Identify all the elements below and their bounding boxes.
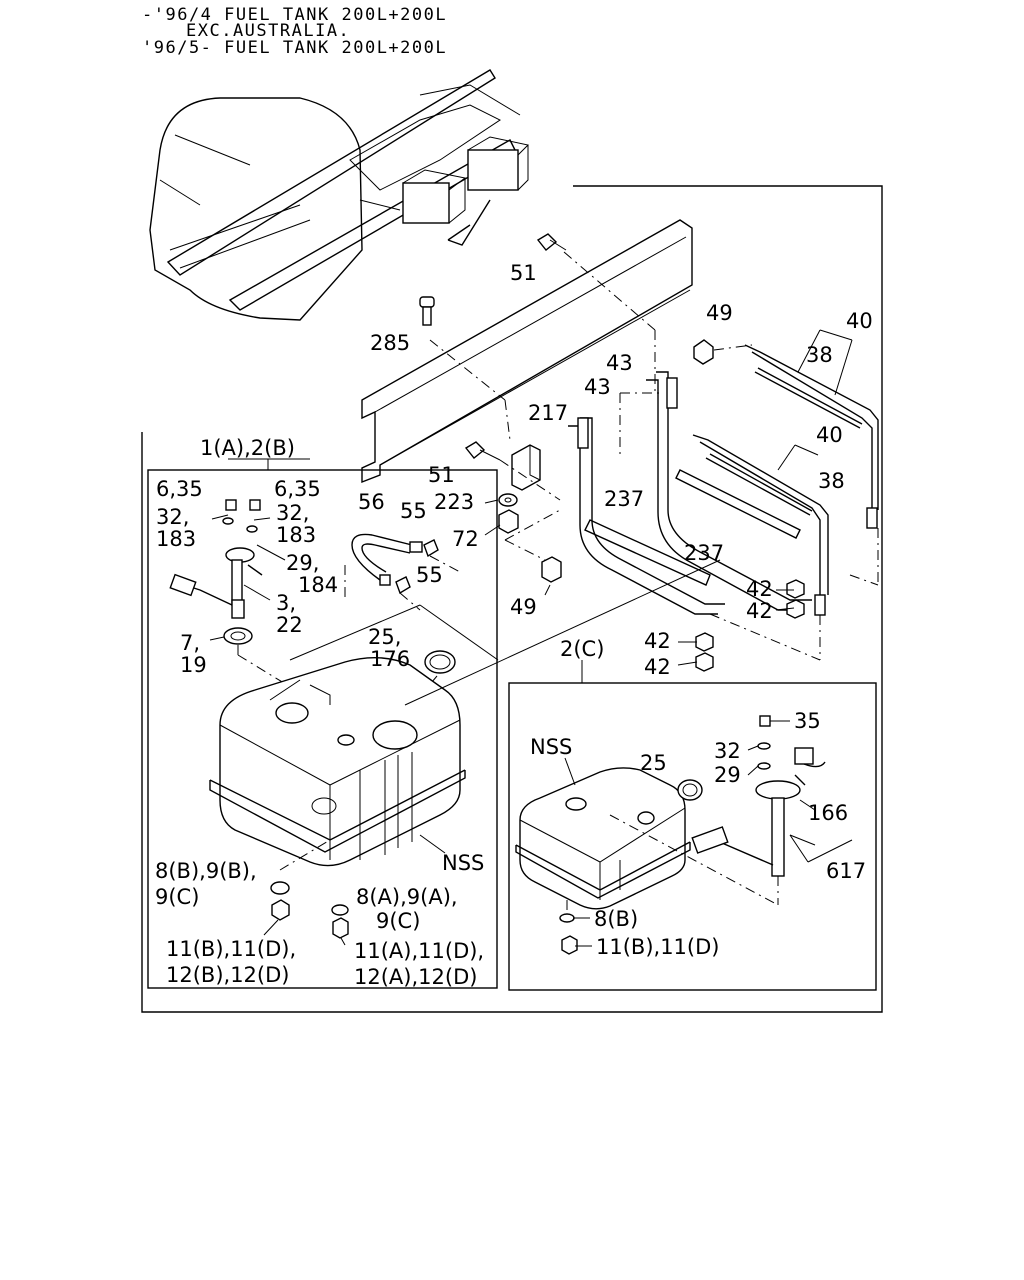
drain-plug-11b-2c — [561, 935, 578, 955]
callout-19: 19 — [180, 653, 207, 677]
bolt-51-lower — [464, 441, 501, 461]
nut-42-a — [786, 579, 805, 599]
callout-42-b: 42 — [746, 599, 773, 623]
callout-35: 35 — [794, 709, 821, 733]
callout-42-d: 42 — [644, 655, 671, 679]
callout-2c: 2(C) — [560, 637, 604, 661]
callout-42-a: 42 — [746, 577, 773, 601]
pad-237-right — [675, 469, 801, 539]
callout-29-2c: 29 — [714, 763, 741, 787]
callout-12a-12d: 12(A),12(D) — [354, 965, 477, 989]
header-line-1: -'96/4 FUEL TANK 200L+200L — [142, 5, 448, 25]
callout-32-2c: 32 — [714, 739, 741, 763]
callout-32-a: 32, — [156, 505, 189, 529]
callout-9c-b: 9(C) — [376, 909, 420, 933]
callout-nss-b: NSS — [442, 851, 484, 875]
washer-8b-2c — [559, 913, 575, 923]
drain-plug-11b — [271, 899, 290, 921]
clip-55-a — [423, 539, 439, 558]
callout-40-top: 40 — [846, 309, 873, 333]
callout-8a-9a: 8(A),9(A), — [356, 885, 458, 909]
frame-rail — [361, 219, 693, 484]
callout-43-a: 43 — [606, 351, 633, 375]
subframe-1a-2b — [147, 469, 498, 989]
nut-42-b — [786, 599, 805, 619]
callout-42-c: 42 — [644, 629, 671, 653]
callout-6-35-a: 6,35 — [156, 477, 203, 501]
callout-32-b: 32, — [276, 501, 309, 525]
callout-6-35-b: 6,35 — [274, 477, 321, 501]
callout-12b-12d: 12(B),12(D) — [166, 963, 289, 987]
callout-183-a: 183 — [156, 527, 196, 551]
callout-166: 166 — [808, 801, 848, 825]
callout-55-b: 55 — [416, 563, 443, 587]
callout-49-lower: 49 — [510, 595, 537, 619]
callout-11a-11d: 11(A),11(D), — [354, 939, 484, 963]
nut-72 — [498, 509, 519, 534]
callout-nss-a: NSS — [530, 735, 572, 759]
callout-11b-11d: 11(B),11(D), — [166, 937, 296, 961]
callout-184: 184 — [298, 573, 338, 597]
bracket-43-left — [568, 417, 725, 615]
filler-cap-25-2c — [677, 779, 703, 801]
strap-lower — [692, 434, 829, 616]
callout-176: 176 — [370, 647, 410, 671]
callout-8b-9b: 8(B),9(B), — [155, 859, 257, 883]
callout-49-top: 49 — [706, 301, 733, 325]
callout-237-a: 237 — [604, 487, 644, 511]
callout-9c-a: 9(C) — [155, 885, 199, 909]
truck-overview — [149, 69, 530, 321]
callout-217: 217 — [528, 401, 568, 425]
callout-25-2c: 25 — [640, 751, 667, 775]
callout-38-top: 38 — [806, 343, 833, 367]
bracket-43-right — [646, 371, 812, 611]
filler-cap-25 — [424, 650, 456, 674]
callout-55-a: 55 — [400, 499, 427, 523]
main-frame — [141, 185, 883, 1013]
bolt-51-top — [536, 233, 567, 251]
callout-22: 22 — [276, 613, 303, 637]
callout-223: 223 — [434, 490, 474, 514]
callout-51-lower: 51 — [428, 463, 455, 487]
subframe-2c — [508, 682, 877, 991]
header-line-3: '96/5- FUEL TANK 200L+200L — [142, 38, 448, 58]
washer-223 — [498, 493, 518, 507]
callout-72: 72 — [452, 527, 479, 551]
callout-56: 56 — [358, 490, 385, 514]
callout-11b-11d-2c: 11(B),11(D) — [596, 935, 719, 959]
callout-237-b: 237 — [684, 541, 724, 565]
washer-8a — [331, 904, 349, 916]
callout-43-b: 43 — [584, 375, 611, 399]
callout-40-lower: 40 — [816, 423, 843, 447]
callout-25-176-a: 25, — [368, 625, 401, 649]
callout-3: 3, — [276, 591, 296, 615]
sender-unit-2c — [691, 715, 826, 877]
strap-upper — [744, 344, 879, 529]
bracket-217 — [511, 444, 541, 491]
clip-55-b — [395, 576, 411, 595]
nut-42-c — [695, 632, 714, 652]
callout-285: 285 — [370, 331, 410, 355]
callout-1a-2b: 1(A),2(B) — [200, 436, 295, 460]
callout-183-b: 183 — [276, 523, 316, 547]
nut-49-lower — [541, 556, 562, 583]
nut-42-d — [695, 652, 714, 672]
drain-plug-11a — [332, 917, 349, 939]
washer-8b — [270, 881, 290, 895]
callout-617: 617 — [826, 859, 866, 883]
callout-51-top: 51 — [510, 261, 537, 285]
fuel-tank-main — [209, 656, 466, 867]
callout-8b-2c: 8(B) — [594, 907, 638, 931]
fuel-tank-2c — [515, 767, 691, 910]
hose-56 — [351, 533, 423, 586]
bolt-285 — [419, 296, 435, 326]
callout-38-lower: 38 — [818, 469, 845, 493]
sender-unit — [169, 499, 263, 645]
header-line-2: EXC.AUSTRALIA. — [186, 21, 351, 41]
nut-49-top — [693, 339, 714, 365]
pad-237-left — [584, 519, 711, 586]
callout-7: 7, — [180, 631, 200, 655]
callout-29-a: 29, — [286, 551, 319, 575]
